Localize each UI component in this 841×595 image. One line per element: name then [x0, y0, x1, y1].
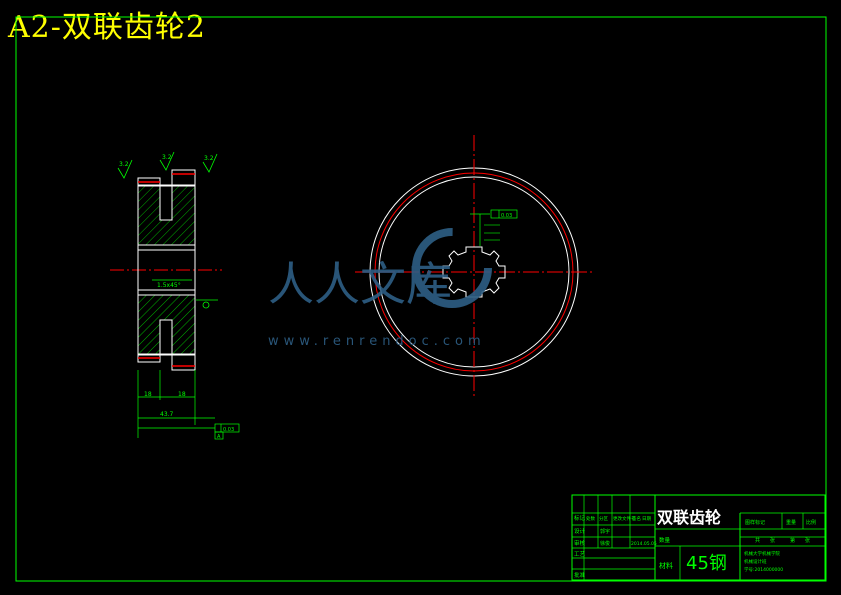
front-tolerance-frame [490, 209, 518, 219]
svg-text:0.03: 0.03 [501, 213, 512, 219]
svg-text:3.2: 3.2 [204, 155, 214, 162]
svg-text:A: A [217, 434, 221, 440]
svg-text:图样标记: 图样标记 [745, 519, 765, 526]
watermark: 人人文库 www.renrendoc.com [268, 228, 492, 349]
front-view: 0.03 [355, 135, 595, 398]
drawing-frame [15, 16, 827, 582]
svg-text:2014.05.05: 2014.05.05 [631, 541, 657, 547]
chamfer-label: 1.5x45° [157, 282, 181, 289]
svg-text:张: 张 [805, 537, 810, 544]
section-view: 3.2 3.2 3.2 1.5x45° 18 18 43.7 0.03 A [110, 151, 240, 440]
svg-text:3.2: 3.2 [162, 154, 172, 161]
svg-text:签名: 签名 [632, 515, 641, 522]
svg-text:0.03: 0.03 [223, 427, 234, 433]
svg-text:比例: 比例 [806, 519, 816, 526]
watermark-text: 人人文库 [268, 257, 452, 311]
svg-text:设计: 设计 [574, 527, 586, 535]
roughness-mark: 3.2 [159, 151, 175, 171]
part-name: 双联齿轮 [657, 508, 721, 527]
svg-text:徐俊: 徐俊 [600, 540, 610, 547]
svg-text:共: 共 [755, 537, 760, 544]
svg-text:机械设计班: 机械设计班 [744, 558, 767, 565]
dim-overall-width: 43.7 [160, 411, 174, 418]
spline-bore [442, 246, 506, 298]
svg-text:标记: 标记 [574, 514, 586, 522]
svg-text:第: 第 [790, 537, 795, 544]
svg-text:更改文件号: 更改文件号 [613, 515, 636, 522]
svg-text:张: 张 [770, 537, 775, 544]
svg-text:重量: 重量 [786, 519, 796, 526]
svg-text:机械大学机械学院: 机械大学机械学院 [744, 550, 780, 557]
material-value: 45钢 [686, 553, 727, 574]
roughness-mark: 3.2 [117, 159, 133, 179]
dim-width-right: 18 [178, 391, 186, 398]
roughness-mark: 3.2 [202, 153, 218, 173]
svg-text:工艺: 工艺 [574, 551, 586, 558]
title-block: 双联齿轮 材料 45钢 数量 标记 设计 审核 工艺 批准 处数 分区 更改文件… [571, 494, 826, 581]
watermark-logo-icon [412, 228, 492, 308]
qty-label: 数量 [659, 536, 671, 544]
svg-text:郭宇: 郭宇 [600, 528, 610, 535]
material-label: 材料 [659, 561, 673, 570]
svg-text:学号:2014000000: 学号:2014000000 [744, 566, 783, 573]
dim-width-left: 18 [144, 391, 152, 398]
svg-text:3.2: 3.2 [119, 161, 129, 168]
sheet-title: A2-双联齿轮2 [8, 10, 206, 45]
svg-text:审核: 审核 [574, 539, 586, 547]
svg-text:日期: 日期 [642, 516, 651, 522]
svg-text:处数: 处数 [586, 515, 595, 522]
watermark-url: www.renrendoc.com [268, 334, 486, 349]
svg-text:批准: 批准 [574, 571, 586, 579]
tolerance-frame [214, 423, 240, 433]
upper-right-tooth [171, 169, 196, 187]
lower-right-tooth [171, 353, 196, 371]
svg-text:分区: 分区 [599, 515, 608, 522]
